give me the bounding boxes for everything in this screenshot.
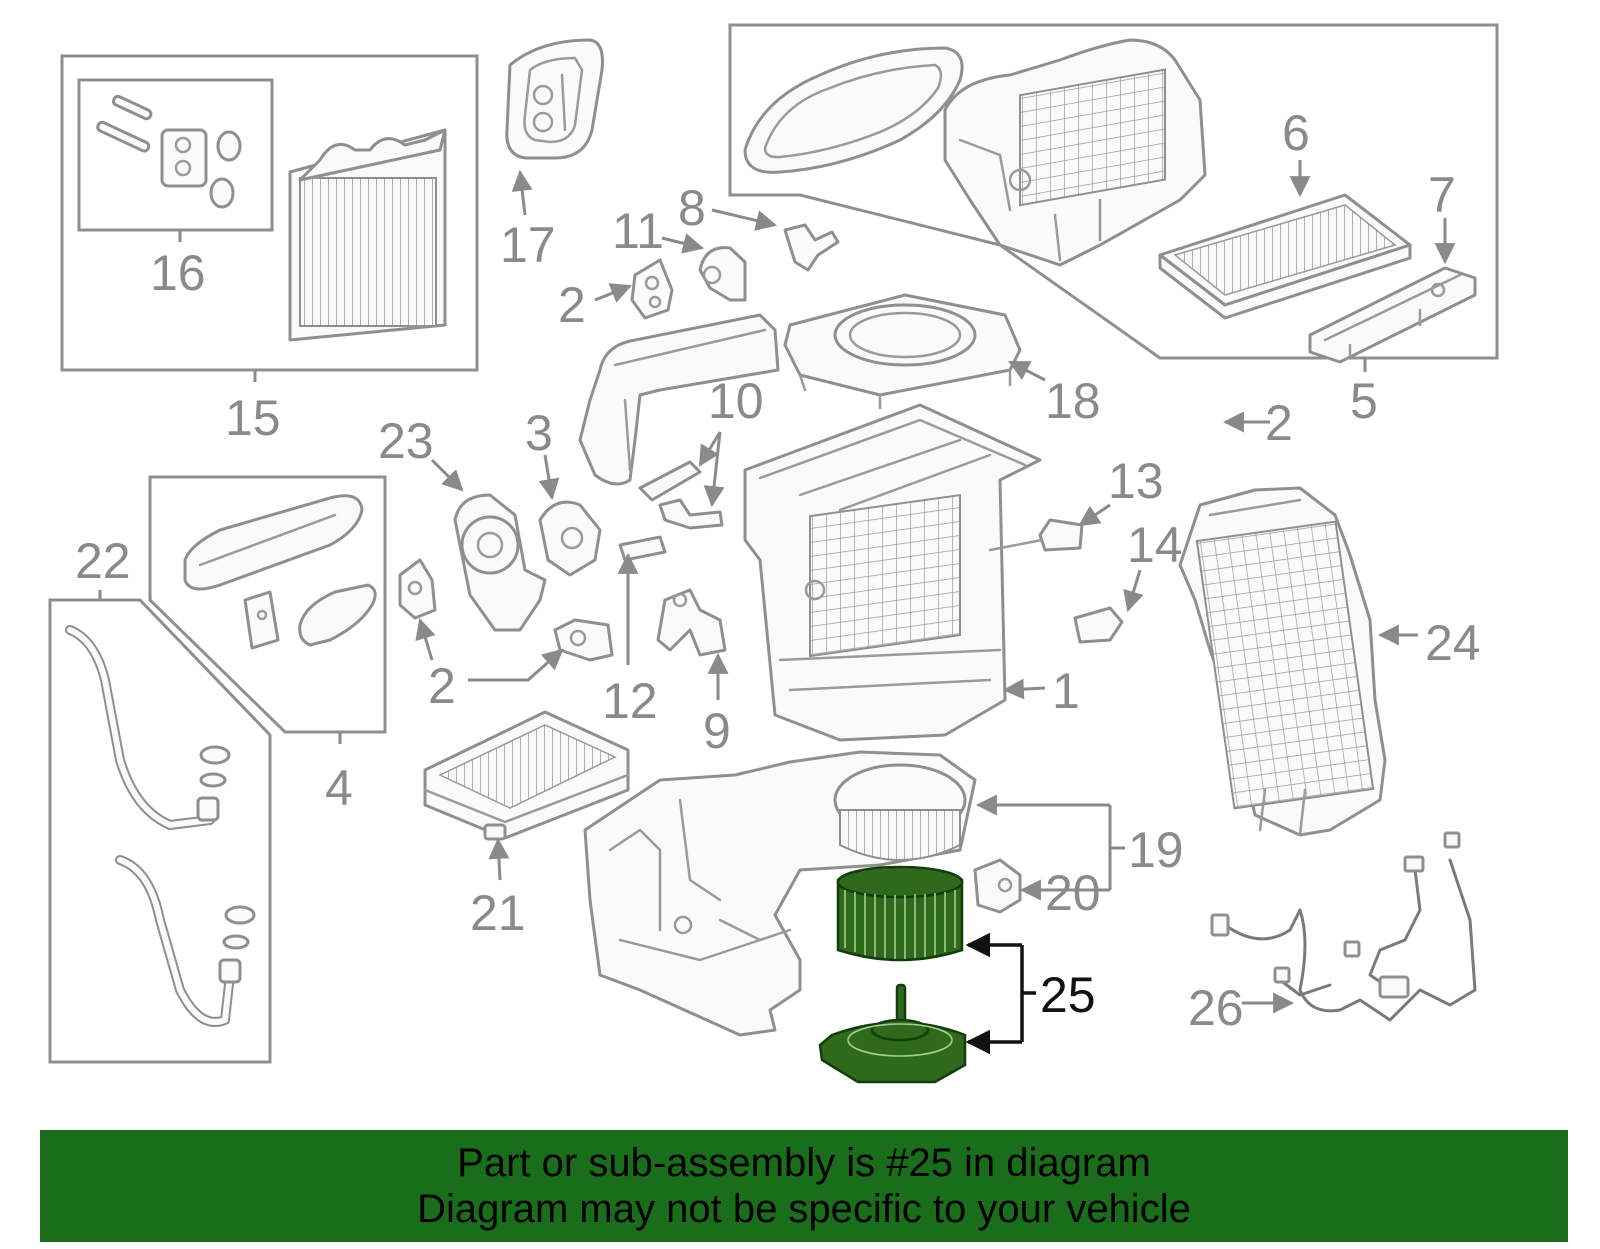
part-2-actuator-top (630, 258, 674, 320)
callout-10: 10 (708, 373, 764, 429)
callout-15: 15 (225, 390, 281, 446)
part-18-inlet-housing (783, 293, 1022, 410)
duct-left (578, 313, 780, 486)
callout-2b: 2 (1265, 395, 1293, 451)
callout-11: 11 (612, 203, 664, 259)
part-20-resistor (973, 858, 1022, 914)
callout-20: 20 (1045, 865, 1101, 921)
callout-6: 6 (1282, 105, 1310, 161)
callout-12: 12 (602, 673, 658, 729)
group-22-hoses (48, 590, 272, 1064)
group-15-evaporator (60, 54, 479, 382)
part-24-side-module (1178, 486, 1387, 837)
callout-16: 16 (150, 245, 206, 301)
callout-5: 5 (1350, 373, 1378, 429)
part-2-actuator-lower (553, 618, 614, 662)
callout-26: 26 (1188, 980, 1244, 1036)
group-5-upper-case (728, 23, 1499, 372)
part-19-lower-case (583, 750, 977, 1037)
part-1-hvac-module (743, 403, 1124, 742)
notice-banner: Part or sub-assembly is #25 in diagram D… (40, 1130, 1568, 1242)
part-10-levers (638, 460, 724, 530)
callout-25: 25 (1040, 967, 1096, 1023)
callout-23: 23 (378, 413, 434, 469)
part-3-actuator (538, 500, 602, 577)
callout-13: 13 (1108, 453, 1164, 509)
callout-7: 7 (1428, 167, 1456, 223)
callout-9: 9 (703, 703, 731, 759)
part-25-blower-motor (818, 865, 967, 1084)
group-4-seals (148, 475, 387, 744)
callout-8: 8 (678, 180, 706, 236)
part-9-linkage (656, 588, 727, 657)
callout-14: 14 (1127, 517, 1183, 573)
part-8-sensor (783, 223, 840, 272)
part-26-wire-harness (1210, 831, 1477, 1022)
callout-17: 17 (500, 217, 556, 273)
callout-3: 3 (525, 405, 553, 461)
notice-line-1: Part or sub-assembly is #25 in diagram (457, 1141, 1151, 1185)
leader-lines (415, 160, 1456, 1055)
callout-18: 18 (1045, 373, 1101, 429)
callout-labels: 1 2 2 2 3 4 5 6 7 8 9 10 11 12 13 14 15 … (75, 105, 1481, 1036)
callout-1: 1 (1052, 663, 1080, 719)
callout-22: 22 (75, 533, 131, 589)
part-21-heater-core (423, 710, 630, 841)
callout-19: 19 (1128, 822, 1184, 878)
notice-line-2: Diagram may not be specific to your vehi… (417, 1187, 1191, 1231)
part-23-motor (453, 493, 547, 632)
callout-2c: 2 (428, 658, 456, 714)
callout-4: 4 (325, 760, 353, 816)
part-2-actuator-left (398, 558, 437, 620)
callout-21: 21 (470, 885, 526, 941)
callout-2a: 2 (558, 277, 586, 333)
callout-24: 24 (1425, 615, 1481, 671)
part-11-bracket (698, 246, 747, 302)
part-17-seal (505, 38, 604, 160)
